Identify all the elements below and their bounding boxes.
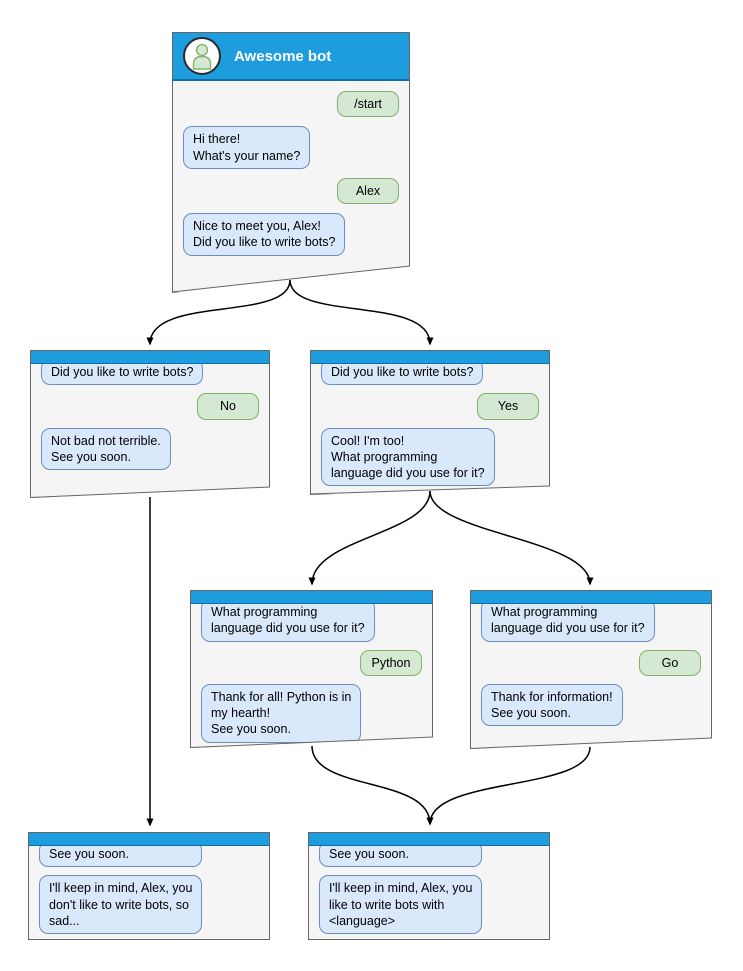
chat-window-awesome-bot: Awesome bot /start Hi there! What's your… [172, 32, 410, 293]
user-message: /start [337, 91, 399, 118]
flow-arrow-yes-to-go [429, 490, 594, 586]
chat-window-python-branch: What programming language did you use fo… [190, 590, 433, 748]
bot-message: What programming language did you use fo… [481, 599, 655, 642]
chat-header: Awesome bot [173, 33, 409, 81]
flow-arrow-python-to-end [311, 745, 434, 826]
user-message: Go [639, 649, 701, 676]
bot-message: Thank for all! Python is in my hearth! S… [201, 683, 362, 743]
chat-body: What programming language did you use fo… [471, 599, 711, 742]
chat-body: See you soon. I'll keep in mind, Alex, y… [29, 841, 269, 950]
chat-body: /start Hi there! What's your name? Alex … [173, 81, 409, 275]
bot-message: Not bad not terrible. See you soon. [41, 427, 171, 470]
user-message: Yes [477, 393, 539, 420]
chat-window-end-no: See you soon. I'll keep in mind, Alex, y… [28, 832, 270, 940]
bot-message: I'll keep in mind, Alex, you don't like … [39, 875, 203, 934]
bot-message: Hi there! What's your name? [183, 126, 311, 169]
user-message: Python [360, 649, 422, 676]
chat-window-end-language: See you soon. I'll keep in mind, Alex, y… [308, 832, 550, 940]
person-icon [192, 43, 212, 70]
window-titlebar [309, 833, 549, 846]
window-titlebar [311, 351, 549, 364]
chat-body: See you soon. I'll keep in mind, Alex, y… [309, 841, 549, 950]
chat-window-yes-branch: Did you like to write bots? Yes Cool! I'… [310, 350, 550, 495]
flow-arrow-go-to-end [426, 746, 591, 826]
window-titlebar [29, 833, 269, 846]
bot-message: What programming language did you use fo… [201, 599, 375, 642]
flow-arrow-main-to-no [146, 279, 291, 346]
user-message: No [197, 393, 259, 420]
window-titlebar [191, 591, 432, 604]
window-titlebar [31, 351, 269, 364]
chat-window-go-branch: What programming language did you use fo… [470, 590, 712, 749]
user-message: Alex [337, 177, 399, 204]
chat-body: Did you like to write bots? Yes Cool! I'… [311, 359, 549, 495]
bot-message: Cool! I'm too! What programming language… [321, 427, 495, 487]
flow-arrow-main-to-yes [289, 279, 434, 346]
chat-body: What programming language did you use fo… [191, 599, 432, 748]
bot-message: Nice to meet you, Alex! Did you like to … [183, 213, 346, 256]
window-titlebar [471, 591, 711, 604]
bot-title: Awesome bot [234, 47, 332, 65]
chat-window-no-branch: Did you like to write bots? No Not bad n… [30, 350, 270, 498]
bot-message: Thank for information! See you soon. [481, 683, 623, 727]
bot-avatar [183, 37, 221, 75]
flow-arrow-yes-to-python [308, 490, 431, 586]
chat-body: Did you like to write bots? No Not bad n… [31, 359, 269, 486]
bot-message: I'll keep in mind, Alex, you like to wri… [319, 875, 483, 934]
